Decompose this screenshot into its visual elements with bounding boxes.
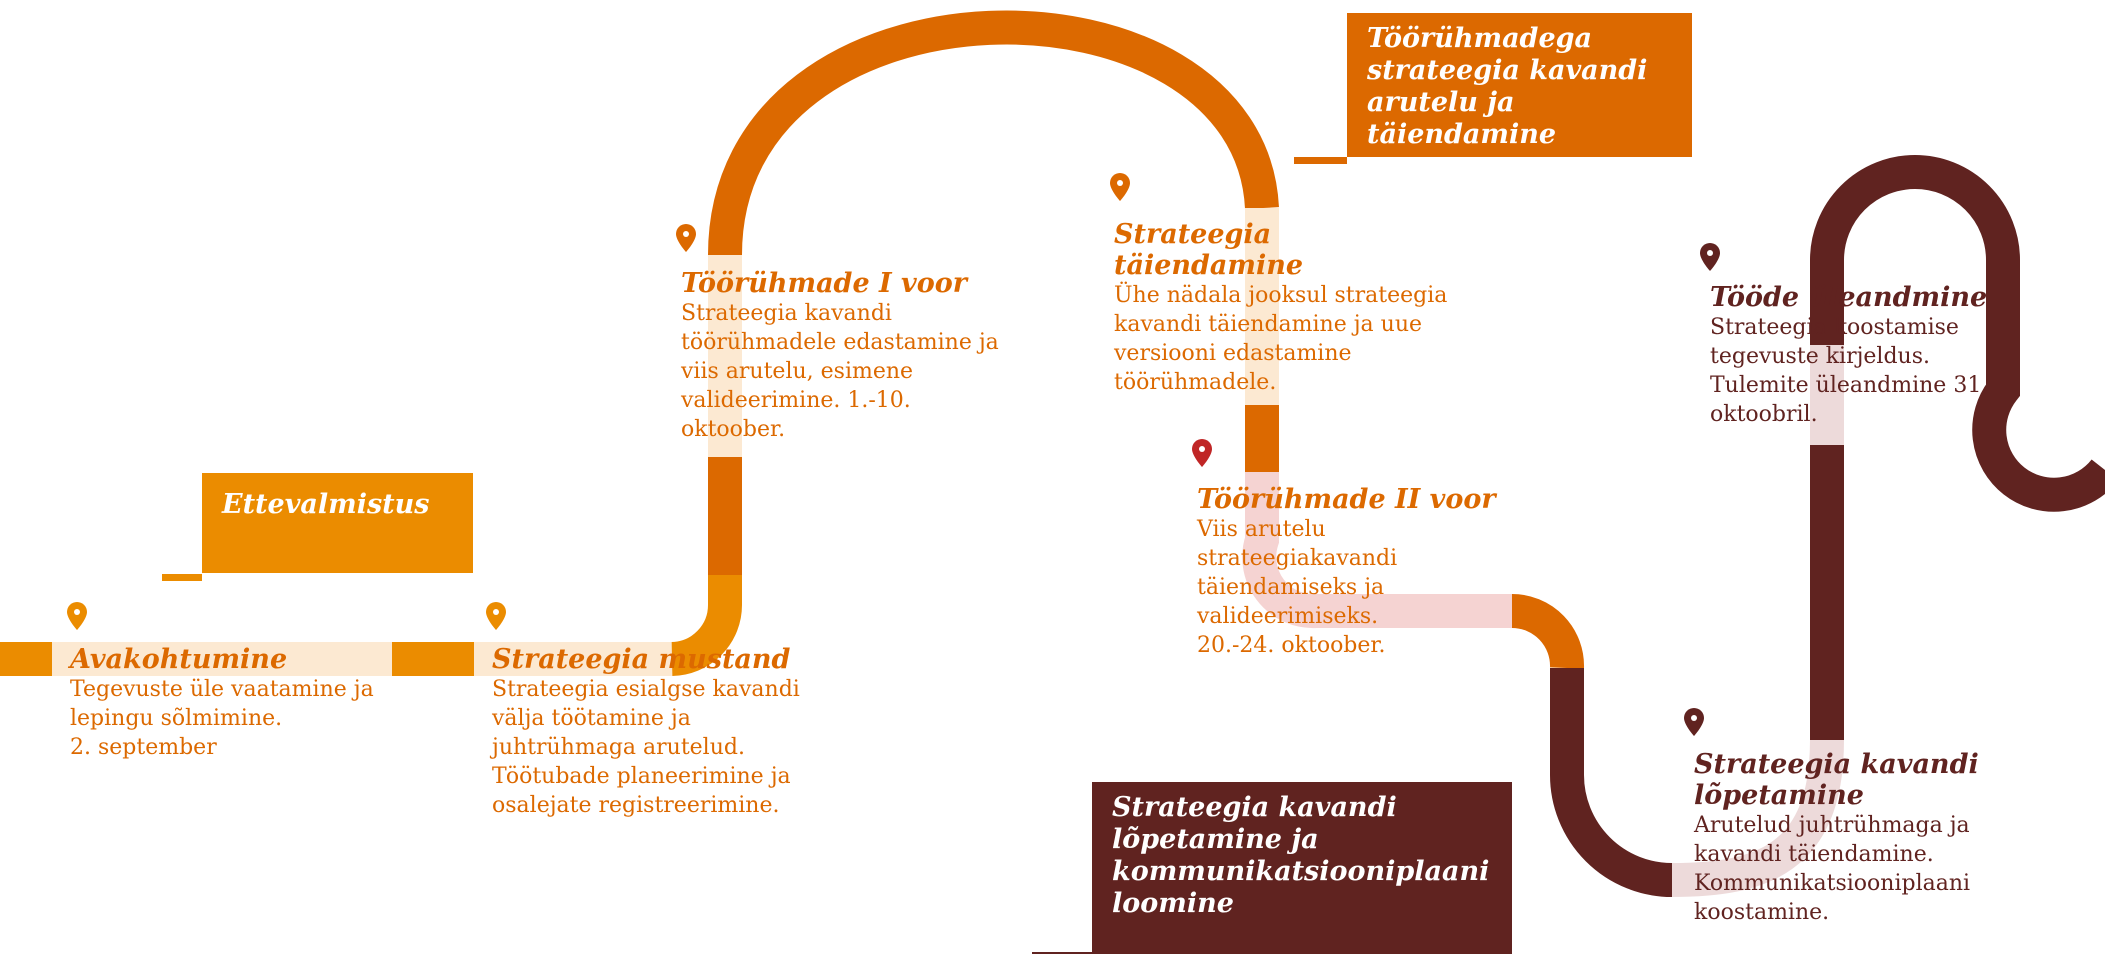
milestone-toode-uleandmine: Tööde üleandmine Strateegia koostamise t… [1710,282,1988,429]
milestone-title: Avakohtumine [70,644,288,675]
location-pin-icon [676,224,696,252]
milestone-desc: Strateegia esialgse kavandi välja töötam… [492,677,800,818]
road-segment-maroon-down [1550,668,1673,897]
milestone-title: Tööde üleandmine [1710,282,1988,313]
phase-box-lopetamine: Strateegia kavandi lõpetamine ja kommuni… [1092,782,1512,954]
milestone-desc: Tegevuste üle vaatamine ja lepingu sõlmi… [70,677,374,760]
milestone-desc: Arutelud juhtrühmaga ja kavandi täiendam… [1694,813,1971,925]
phase-tick [1294,157,1347,164]
road-segment-maroon-top [1810,155,2105,512]
milestone-strateegia-mustand: Strateegia mustand Strateegia esialgse k… [492,644,800,820]
phase-title: Strateegia kavandi lõpetamine ja kommuni… [1112,792,1490,919]
location-pin-icon [67,602,87,630]
phase-title: Ettevalmistus [222,489,430,520]
milestone-desc: Strateegia koostamise tegevuste kirjeldu… [1710,315,1989,427]
milestone-avakohtumine: Avakohtumine Tegevuste üle vaatamine ja … [70,644,374,762]
milestone-title: Strateegia mustand [492,644,791,675]
phase-title: Töörühmadega strateegia kavandi arutelu … [1367,23,1648,150]
road-curve-1 [670,575,742,676]
location-pin-icon [1192,439,1212,467]
milestone-desc: Strateegia kavandi töörühmadele edastami… [681,301,999,442]
milestone-toorühmade-i-voor: Töörühmade I voor Strateegia kavandi töö… [681,268,999,444]
phase-tick [1032,952,1092,954]
location-pin-icon [1700,243,1720,271]
phase-box-ettevalmistus: Ettevalmistus [202,473,473,573]
milestone-title: Töörühmade I voor [681,268,967,299]
road-curve-2 [1242,472,1512,629]
milestone-strateegia-taiendamine: Strateegia täiendamine Ühe nädala jooksu… [1114,219,1447,397]
road-arc [708,10,1279,256]
milestone-toorühmade-ii-voor: Töörühmade II voor Viis arutelu strateeg… [1197,484,1496,660]
milestone-desc: Ühe nädala jooksul strateegia kavandi tä… [1114,283,1448,395]
milestone-title: Strateegia täiendamine [1114,219,1304,281]
milestone-title: Strateegia kavandi lõpetamine [1694,749,1979,811]
phase-tick [162,574,202,581]
milestone-desc: Viis arutelu strateegiakavandi täiendami… [1197,517,1398,658]
location-pin-icon [1110,173,1130,201]
milestone-strateegia-kavandi-lopetamine: Strateegia kavandi lõpetamine Arutelud j… [1694,749,1979,927]
road-segment-lopetamine [1671,739,1844,897]
road-curve-3 [1511,594,1585,669]
location-pin-icon [486,602,506,630]
phase-box-toorühmad: Töörühmadega strateegia kavandi arutelu … [1347,13,1692,157]
milestone-title: Töörühmade II voor [1197,484,1496,515]
location-pin-icon [1684,708,1704,736]
